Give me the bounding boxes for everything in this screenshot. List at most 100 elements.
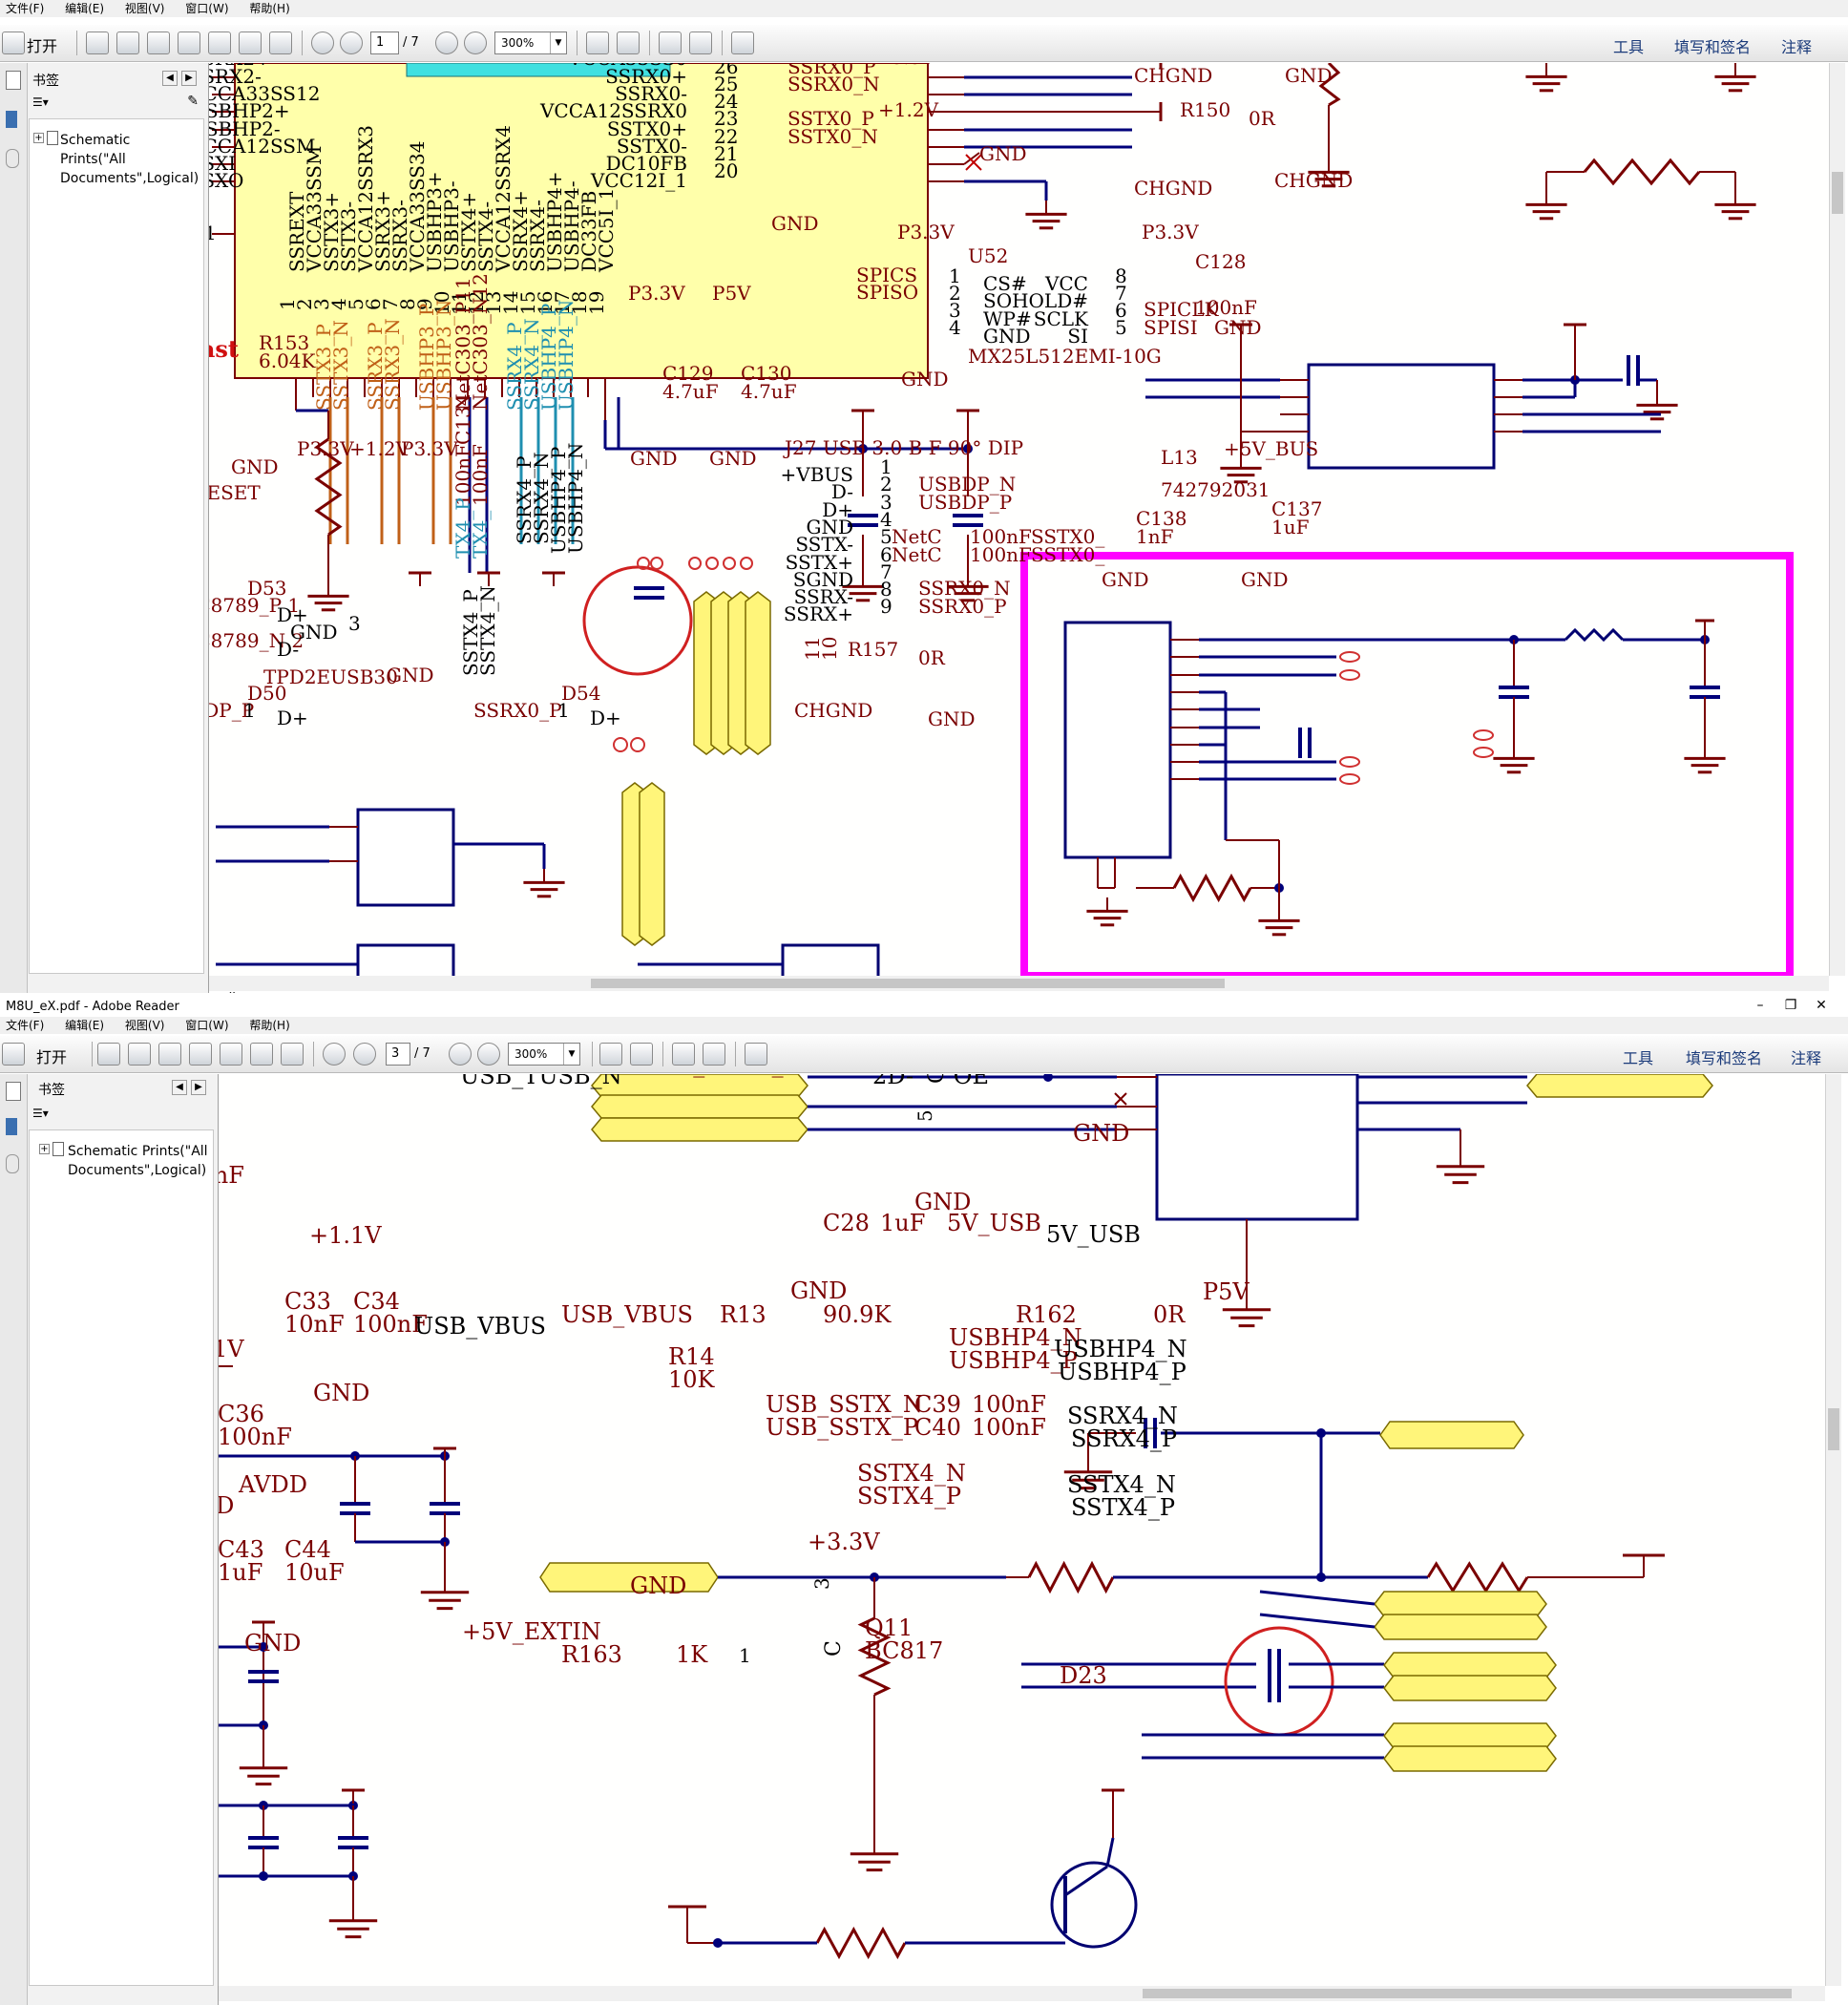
menu-help[interactable]: 帮助(H) bbox=[249, 2, 290, 15]
tree-expand-icon[interactable]: + bbox=[33, 133, 44, 143]
open-button[interactable]: 打开 bbox=[36, 1048, 68, 1066]
menu-view[interactable]: 视图(V) bbox=[124, 1019, 165, 1032]
document-view[interactable]: SSRX2+SSRX2-VCCA33SS12USBHP2+USBHP2-VCCA… bbox=[209, 63, 1829, 976]
options-icon[interactable]: ☰▾ bbox=[32, 95, 49, 109]
horizontal-scrollbar[interactable] bbox=[209, 976, 1829, 991]
vertical-scrollbar[interactable] bbox=[1825, 1074, 1841, 1986]
cloud-icon[interactable] bbox=[189, 1043, 212, 1066]
tools-link[interactable]: 工具 bbox=[1613, 38, 1645, 56]
save-icon[interactable] bbox=[208, 32, 231, 54]
fullscreen-icon[interactable] bbox=[731, 32, 754, 54]
menu-file[interactable]: 文件(F) bbox=[6, 1019, 45, 1032]
bookmark-item[interactable]: Schematic Prints("All Documents",Logical… bbox=[68, 1144, 208, 1178]
convert-icon[interactable] bbox=[128, 1043, 151, 1066]
menu-help[interactable]: 帮助(H) bbox=[249, 1019, 290, 1032]
page-thumbnails-icon[interactable] bbox=[6, 1082, 21, 1101]
net-port bbox=[1374, 1591, 1547, 1617]
cloud-icon[interactable] bbox=[178, 32, 200, 54]
collapse-icon[interactable]: ◀ bbox=[172, 1080, 187, 1095]
next-page-icon[interactable] bbox=[353, 1043, 376, 1066]
next-page-icon[interactable] bbox=[340, 32, 363, 54]
fit-page-icon[interactable] bbox=[599, 1043, 622, 1066]
restore-icon[interactable]: ❐ bbox=[1784, 998, 1797, 1013]
menu-window[interactable]: 窗口(W) bbox=[185, 2, 229, 15]
hscroll-thumb[interactable] bbox=[1143, 1989, 1792, 1998]
page-number-input[interactable]: 1 bbox=[370, 32, 399, 54]
expand-icon[interactable]: ▶ bbox=[191, 1080, 206, 1095]
create-pdf-icon[interactable] bbox=[97, 1043, 120, 1066]
comment-icon[interactable] bbox=[672, 1043, 695, 1066]
fit-width-icon[interactable] bbox=[630, 1043, 653, 1066]
scroll-thumb[interactable] bbox=[1832, 172, 1843, 214]
document-view[interactable]: USB_DETECTSUSPEND1D-2D+2D-D+D-OE234876US… bbox=[219, 1074, 1825, 1986]
horizontal-scrollbar[interactable] bbox=[219, 1986, 1825, 2001]
print-icon[interactable] bbox=[239, 32, 262, 54]
bookmarks-tools: ☰▾ ✎ bbox=[29, 92, 204, 116]
menu-edit[interactable]: 编辑(E) bbox=[65, 1019, 105, 1032]
flash-ic bbox=[1307, 363, 1496, 470]
sign-icon[interactable] bbox=[689, 32, 712, 54]
schematic-label: CHGND bbox=[1274, 169, 1353, 192]
convert-icon[interactable] bbox=[116, 32, 139, 54]
save-icon[interactable] bbox=[220, 1043, 242, 1066]
options-icon[interactable]: ☰▾ bbox=[32, 1107, 49, 1120]
comment-icon[interactable] bbox=[659, 32, 682, 54]
fill-sign-link[interactable]: 填写和签名 bbox=[1686, 1049, 1763, 1067]
collapse-icon[interactable]: ◀ bbox=[162, 71, 178, 86]
menu-window[interactable]: 窗口(W) bbox=[185, 1019, 229, 1032]
comment-link[interactable]: 注释 bbox=[1791, 1049, 1822, 1067]
open-button[interactable]: 打开 bbox=[27, 37, 58, 55]
fullscreen-icon[interactable] bbox=[745, 1043, 767, 1066]
page-number-input[interactable]: 3 bbox=[386, 1043, 410, 1066]
menu-view[interactable]: 视图(V) bbox=[124, 2, 165, 15]
attachment-icon[interactable] bbox=[6, 149, 19, 168]
email-icon[interactable] bbox=[269, 32, 292, 54]
tree-expand-icon[interactable]: + bbox=[39, 1144, 50, 1154]
resistor bbox=[1426, 1561, 1529, 1593]
zoom-in-icon[interactable] bbox=[477, 1043, 500, 1066]
prev-page-icon[interactable] bbox=[311, 32, 334, 54]
vertical-scrollbar[interactable] bbox=[1829, 63, 1845, 976]
close-icon[interactable]: ✕ bbox=[1816, 998, 1827, 1013]
diff-pair-marker bbox=[688, 557, 702, 570]
highlight-circle bbox=[582, 565, 693, 676]
hscroll-thumb[interactable] bbox=[591, 979, 1225, 988]
page-thumbnails-icon[interactable] bbox=[6, 71, 21, 90]
edit-icon[interactable] bbox=[158, 1043, 181, 1066]
create-pdf-icon[interactable] bbox=[86, 32, 109, 54]
fit-page-icon[interactable] bbox=[586, 32, 609, 54]
edit-icon[interactable] bbox=[147, 32, 170, 54]
sign-icon[interactable] bbox=[703, 1043, 725, 1066]
minimize-icon[interactable]: – bbox=[1756, 998, 1764, 1013]
prev-page-icon[interactable] bbox=[323, 1043, 346, 1066]
delete-bookmark-icon[interactable]: ✎ bbox=[187, 94, 199, 109]
bookmark-item[interactable]: Schematic Prints("All Documents",Logical… bbox=[60, 133, 200, 186]
scroll-thumb[interactable] bbox=[1828, 1408, 1839, 1450]
zoom-out-icon[interactable] bbox=[435, 32, 458, 54]
menu-edit[interactable]: 编辑(E) bbox=[65, 2, 105, 15]
schematic-label: 100nF bbox=[970, 543, 1032, 566]
open-folder-icon[interactable] bbox=[2, 1043, 25, 1066]
fit-width-icon[interactable] bbox=[617, 32, 640, 54]
zoom-in-icon[interactable] bbox=[464, 32, 487, 54]
bookmark-icon[interactable] bbox=[6, 1118, 17, 1135]
print-icon[interactable] bbox=[250, 1043, 273, 1066]
chevron-down-icon[interactable]: ▼ bbox=[550, 32, 566, 53]
tools-link[interactable]: 工具 bbox=[1623, 1049, 1654, 1067]
comment-link[interactable]: 注释 bbox=[1781, 38, 1813, 56]
schematic-label: 100nF bbox=[219, 1162, 244, 1189]
expand-icon[interactable]: ▶ bbox=[181, 71, 197, 86]
bookmark-icon[interactable] bbox=[6, 111, 17, 128]
email-icon[interactable] bbox=[281, 1043, 304, 1066]
zoom-select[interactable]: 300%▼ bbox=[494, 32, 567, 54]
chevron-down-icon[interactable]: ▼ bbox=[563, 1044, 579, 1065]
zoom-out-icon[interactable] bbox=[449, 1043, 472, 1066]
menu-file[interactable]: 文件(F) bbox=[6, 2, 45, 15]
open-folder-icon[interactable] bbox=[2, 32, 25, 54]
attachment-icon[interactable] bbox=[6, 1154, 19, 1173]
zoom-select[interactable]: 300%▼ bbox=[508, 1043, 580, 1066]
fill-sign-link[interactable]: 填写和签名 bbox=[1674, 38, 1752, 56]
schematic-label: D+ bbox=[277, 603, 308, 626]
schematic-label: C28 bbox=[823, 1210, 870, 1236]
schematic-label: USBHP4_P bbox=[1058, 1359, 1186, 1385]
